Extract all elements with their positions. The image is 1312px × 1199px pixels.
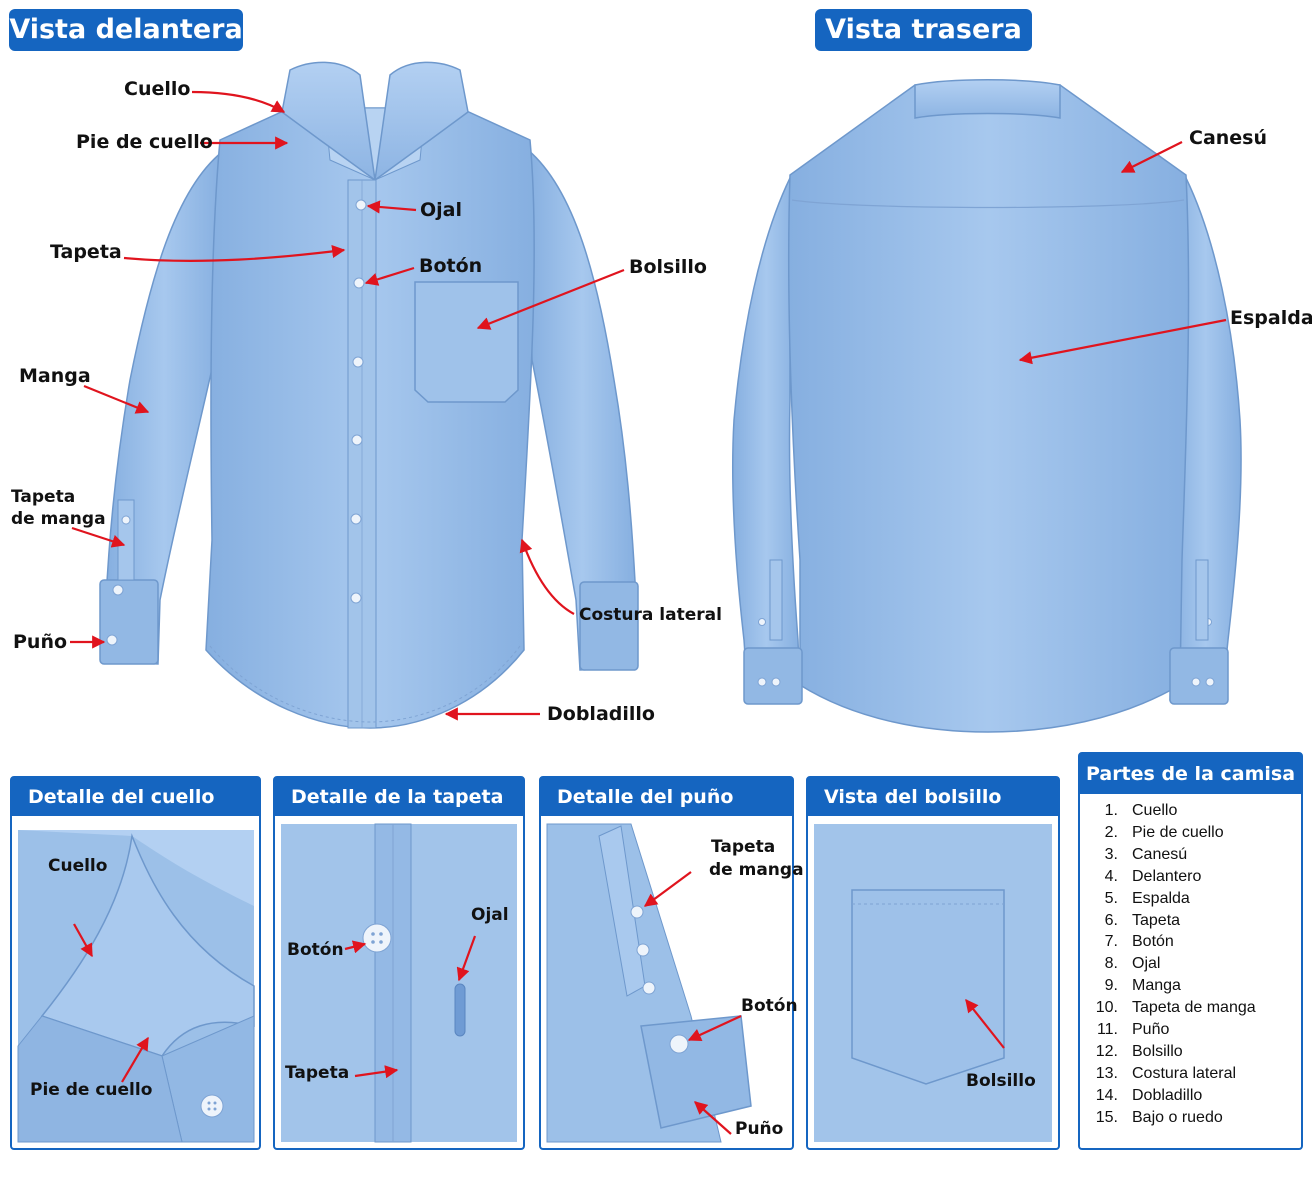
list-item: 8.Ojal xyxy=(1104,955,1161,973)
panel-pocket-view: Vista del bolsillo Bolsillo xyxy=(806,776,1060,1150)
panel-placket-title: Detalle de la tapeta xyxy=(275,778,523,816)
panel-placket-detail: Detalle de la tapeta Botón Ojal Tapeta xyxy=(273,776,525,1150)
list-item: 1.Cuello xyxy=(1104,802,1178,819)
label-espalda: Espalda xyxy=(1230,307,1312,329)
collar-label-pie-de-cuello: Pie de cuello xyxy=(30,1080,153,1100)
collar-label-cuello: Cuello xyxy=(48,856,108,876)
collar-detail-image xyxy=(17,830,255,1143)
label-puno: Puño xyxy=(13,631,68,653)
list-item: 3.Canesú xyxy=(1104,845,1188,863)
list-item: 10.Tapeta de manga xyxy=(1095,999,1256,1017)
label-bolsillo: Bolsillo xyxy=(629,256,707,278)
pocket-detail-image xyxy=(814,824,1052,1142)
panel-pocket-title: Vista del bolsillo xyxy=(808,778,1058,816)
list-item: 13.Costura lateral xyxy=(1095,1064,1237,1082)
label-costura-lateral: Costura lateral xyxy=(579,605,722,625)
label-cuello: Cuello xyxy=(124,78,191,100)
cuff-label-tapeta-line2: de manga xyxy=(709,860,804,880)
list-item: 2.Pie de cuello xyxy=(1104,823,1224,841)
label-pie-de-cuello: Pie de cuello xyxy=(76,131,213,153)
back-view-title: Vista trasera xyxy=(815,9,1032,51)
placket-label-ojal: Ojal xyxy=(471,905,509,925)
back-arrows xyxy=(1018,141,1227,365)
legend-list: 1.Cuello 2.Pie de cuello 3.Canesú 4.Dela… xyxy=(1080,800,1301,1129)
list-item: 9.Manga xyxy=(1104,977,1181,995)
cuff-label-boton: Botón xyxy=(741,996,798,1016)
back-shirt xyxy=(731,79,1242,733)
parts-legend: Partes de la camisa 1.Cuello 2.Pie de cu… xyxy=(1078,752,1303,1150)
list-item: 6.Tapeta xyxy=(1104,911,1181,929)
list-item: 11.Puño xyxy=(1096,1021,1170,1039)
front-arrows xyxy=(70,90,625,721)
cuff-label-puno: Puño xyxy=(735,1119,784,1139)
list-item: 7.Botón xyxy=(1104,933,1174,951)
placket-label-boton: Botón xyxy=(287,940,344,960)
cuff-label-tapeta-line1: Tapeta xyxy=(711,837,776,857)
panel-collar-title: Detalle del cuello xyxy=(12,778,259,816)
front-view-title: Vista delantera xyxy=(9,9,243,51)
label-canesu: Canesú xyxy=(1189,127,1268,149)
legend-title: Partes de la camisa xyxy=(1080,754,1301,794)
label-tapeta-de-manga-line1: Tapeta xyxy=(11,487,76,507)
placket-detail-image xyxy=(281,823,517,1143)
list-item: 14.Dobladillo xyxy=(1095,1086,1203,1104)
label-tapeta-de-manga-line2: de manga xyxy=(11,509,106,529)
panel-cuff-detail: Detalle del puño Tapeta de manga Botón P… xyxy=(539,776,804,1150)
panel-cuff-title: Detalle del puño xyxy=(541,778,792,816)
front-shirt xyxy=(99,61,639,729)
list-item: 5.Espalda xyxy=(1104,889,1190,907)
list-item: 4.Delantero xyxy=(1104,867,1202,885)
panel-collar-detail: Detalle del cuello Cuello Pie de cuello xyxy=(10,776,261,1150)
label-ojal: Ojal xyxy=(420,199,462,221)
label-tapeta: Tapeta xyxy=(50,241,122,263)
list-item: 12.Bolsillo xyxy=(1095,1042,1183,1060)
pocket-label-bolsillo: Bolsillo xyxy=(966,1071,1036,1091)
label-manga: Manga xyxy=(19,365,91,387)
label-boton: Botón xyxy=(419,255,483,277)
cuff-detail-image xyxy=(546,823,786,1143)
placket-label-tapeta: Tapeta xyxy=(285,1063,350,1083)
label-dobladillo: Dobladillo xyxy=(547,703,655,725)
list-item: 15.Bajo o ruedo xyxy=(1095,1108,1223,1126)
